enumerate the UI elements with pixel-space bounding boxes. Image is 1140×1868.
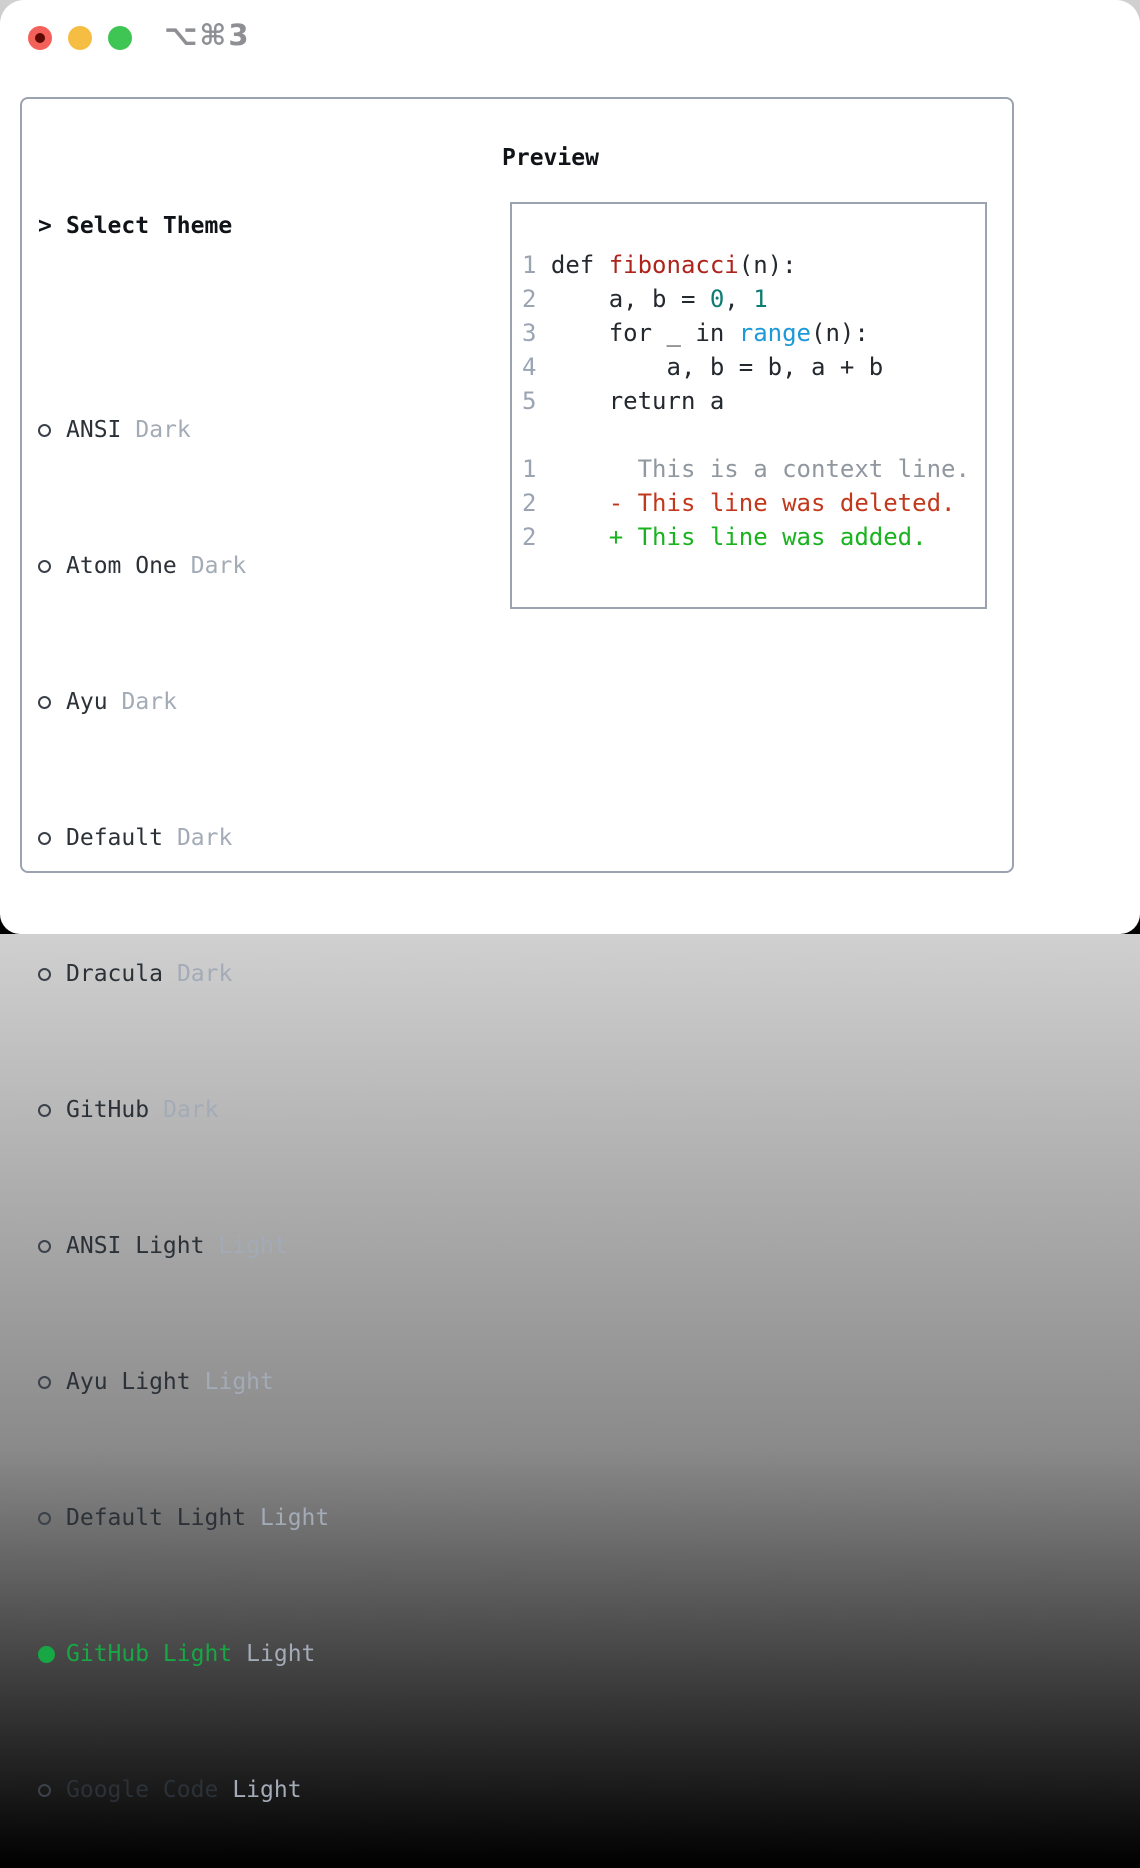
theme-list-item[interactable]: Google Code Light [38,1773,488,1807]
theme-name: ANSI [66,417,122,443]
radio-icon [38,831,51,845]
theme-list: > Select Theme ANSI Dark Atom One Dark A… [38,141,488,1868]
code-line: 2 + This line was added. [522,520,985,554]
zoom-button[interactable] [108,26,132,50]
code-segment-num: 1 [753,285,768,313]
line-number: 5 [522,387,537,415]
theme-list-item[interactable]: GitHub Light Light [38,1637,488,1671]
code-segment-func: fibonacci [608,251,739,279]
code-segment-deleted: - This line was deleted. [536,489,956,517]
app-window: ⌥⌘3 > Select Theme ANSI Dark Atom One Da… [0,0,1140,1803]
radio-icon [38,1375,51,1389]
theme-name: Ayu [66,689,108,715]
theme-list-header: > Select Theme [38,209,488,243]
theme-name: Google Code [66,1777,219,1803]
theme-list-item[interactable]: GitHub Dark [38,1093,488,1127]
selection-cursor-icon: > [38,213,52,239]
window-shortcut-label: ⌥⌘3 [164,18,251,52]
theme-list-item[interactable]: Default Dark [38,821,488,855]
line-number: 1 [522,251,537,279]
theme-items: ANSI Dark Atom One Dark Ayu Dark Default… [38,345,488,1868]
code-segment-code: def [536,251,609,279]
code-line: 1 def fibonacci(n): [522,248,985,282]
theme-variant-badge: Light [218,1233,288,1259]
code-segment-code: a, b = b, a + b [536,353,884,381]
theme-variant-badge: Dark [163,1097,219,1123]
close-button[interactable] [28,26,52,50]
minimize-button[interactable] [68,26,92,50]
theme-variant-badge: Light [232,1777,302,1803]
theme-list-item[interactable]: ANSI Light Light [38,1229,488,1263]
line-number: 3 [522,319,537,347]
theme-name: Ayu Light [66,1369,191,1395]
theme-name: GitHub [66,1097,150,1123]
code-segment-num: 0 [709,285,725,313]
theme-variant-badge: Dark [176,825,233,851]
theme-name: Dracula [66,961,163,987]
theme-list-title: Select Theme [66,213,233,239]
code-line: 4 a, b = b, a + b [522,350,985,384]
code-line: 3 for _ in range(n): [522,316,985,350]
code-segment-code: a, b = [536,285,710,313]
theme-list-item[interactable]: Atom One Dark [38,549,488,583]
radio-selected-icon [38,1645,55,1663]
radio-icon [38,967,51,981]
code-line: 5 return a [522,384,985,418]
code-line [522,418,985,452]
code-segment-added: + This line was added. [536,523,927,551]
theme-list-item[interactable]: ANSI Dark [38,413,488,447]
theme-list-item[interactable]: Ayu Light Light [38,1365,488,1399]
theme-list-item[interactable]: Default Light Light [38,1501,488,1535]
theme-list-item[interactable]: Dracula Dark [38,957,488,991]
theme-variant-badge: Dark [135,417,191,443]
line-number: 2 [522,285,537,313]
theme-picker-panel: > Select Theme ANSI Dark Atom One Dark A… [20,97,1014,1803]
theme-variant-badge: Light [204,1369,274,1395]
theme-list-item[interactable]: Ayu Dark [38,685,488,719]
theme-variant-badge: Light [260,1505,330,1531]
code-segment-code: (n): [738,251,797,279]
theme-name: ANSI Light [66,1233,205,1259]
radio-icon [38,1783,51,1797]
line-number: 4 [522,353,537,381]
theme-name: Default Light [66,1505,247,1531]
theme-name: Default [66,825,163,851]
code-segment-context: This is a context line. [536,455,970,483]
code-line: 2 a, b = 0, 1 [522,282,985,316]
preview-header: Preview [502,145,599,171]
code-segment-code: return a [536,387,725,415]
code-segment-code: (n): [811,319,869,347]
theme-variant-badge: Dark [190,553,247,579]
radio-icon [38,1511,51,1525]
theme-variant-badge: Dark [176,961,233,987]
code-line: 2 - This line was deleted. [522,486,985,520]
line-number: 2 [522,523,537,551]
theme-variant-badge: Light [246,1641,316,1667]
line-number: 1 [522,455,537,483]
theme-name: GitHub Light [66,1641,233,1667]
theme-name: Atom One [66,553,177,579]
titlebar: ⌥⌘3 [0,0,1140,76]
code-segment-code: , [724,285,754,313]
radio-icon [38,1103,51,1117]
code-line: 1 This is a context line. [522,452,985,486]
radio-icon [38,559,51,573]
radio-icon [38,1239,51,1253]
radio-icon [38,423,51,437]
line-number: 2 [522,489,537,517]
radio-icon [38,695,51,709]
code-segment-code: for _ in [536,319,739,347]
code-segment-builtin: range [738,319,811,347]
theme-variant-badge: Dark [121,689,177,715]
